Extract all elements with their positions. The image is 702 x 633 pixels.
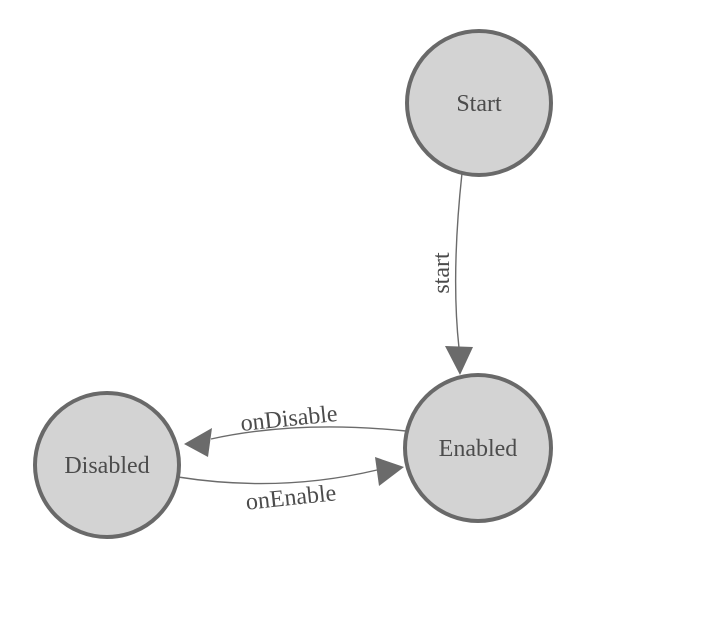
edge-label-start: start bbox=[429, 252, 455, 294]
state-circle-enabled bbox=[403, 373, 553, 523]
edge-start-to-enabled: start bbox=[429, 172, 473, 375]
arrowhead-icon bbox=[445, 346, 473, 375]
state-node-start: Start bbox=[405, 29, 553, 177]
state-circle-start bbox=[405, 29, 553, 177]
edge-enabled-to-disabled: onDisable bbox=[184, 401, 407, 457]
state-node-disabled-label: Disabled bbox=[64, 453, 149, 479]
edge-line-onenable bbox=[177, 469, 378, 485]
edge-label-onenable: onEnable bbox=[245, 480, 338, 515]
edge-label-ondisable: onDisable bbox=[239, 401, 338, 437]
edge-disabled-to-enabled: onEnable bbox=[177, 457, 404, 516]
state-node-disabled: Disabled bbox=[33, 391, 181, 539]
arrowhead-icon bbox=[184, 428, 212, 457]
state-node-enabled-label: Enabled bbox=[439, 436, 518, 462]
edge-line-ondisable bbox=[210, 426, 407, 440]
arrowhead-icon bbox=[375, 457, 404, 486]
state-circle-disabled bbox=[33, 391, 181, 539]
edge-line-start bbox=[454, 172, 463, 349]
state-node-start-label: Start bbox=[456, 91, 502, 117]
state-node-enabled: Enabled bbox=[403, 373, 553, 523]
